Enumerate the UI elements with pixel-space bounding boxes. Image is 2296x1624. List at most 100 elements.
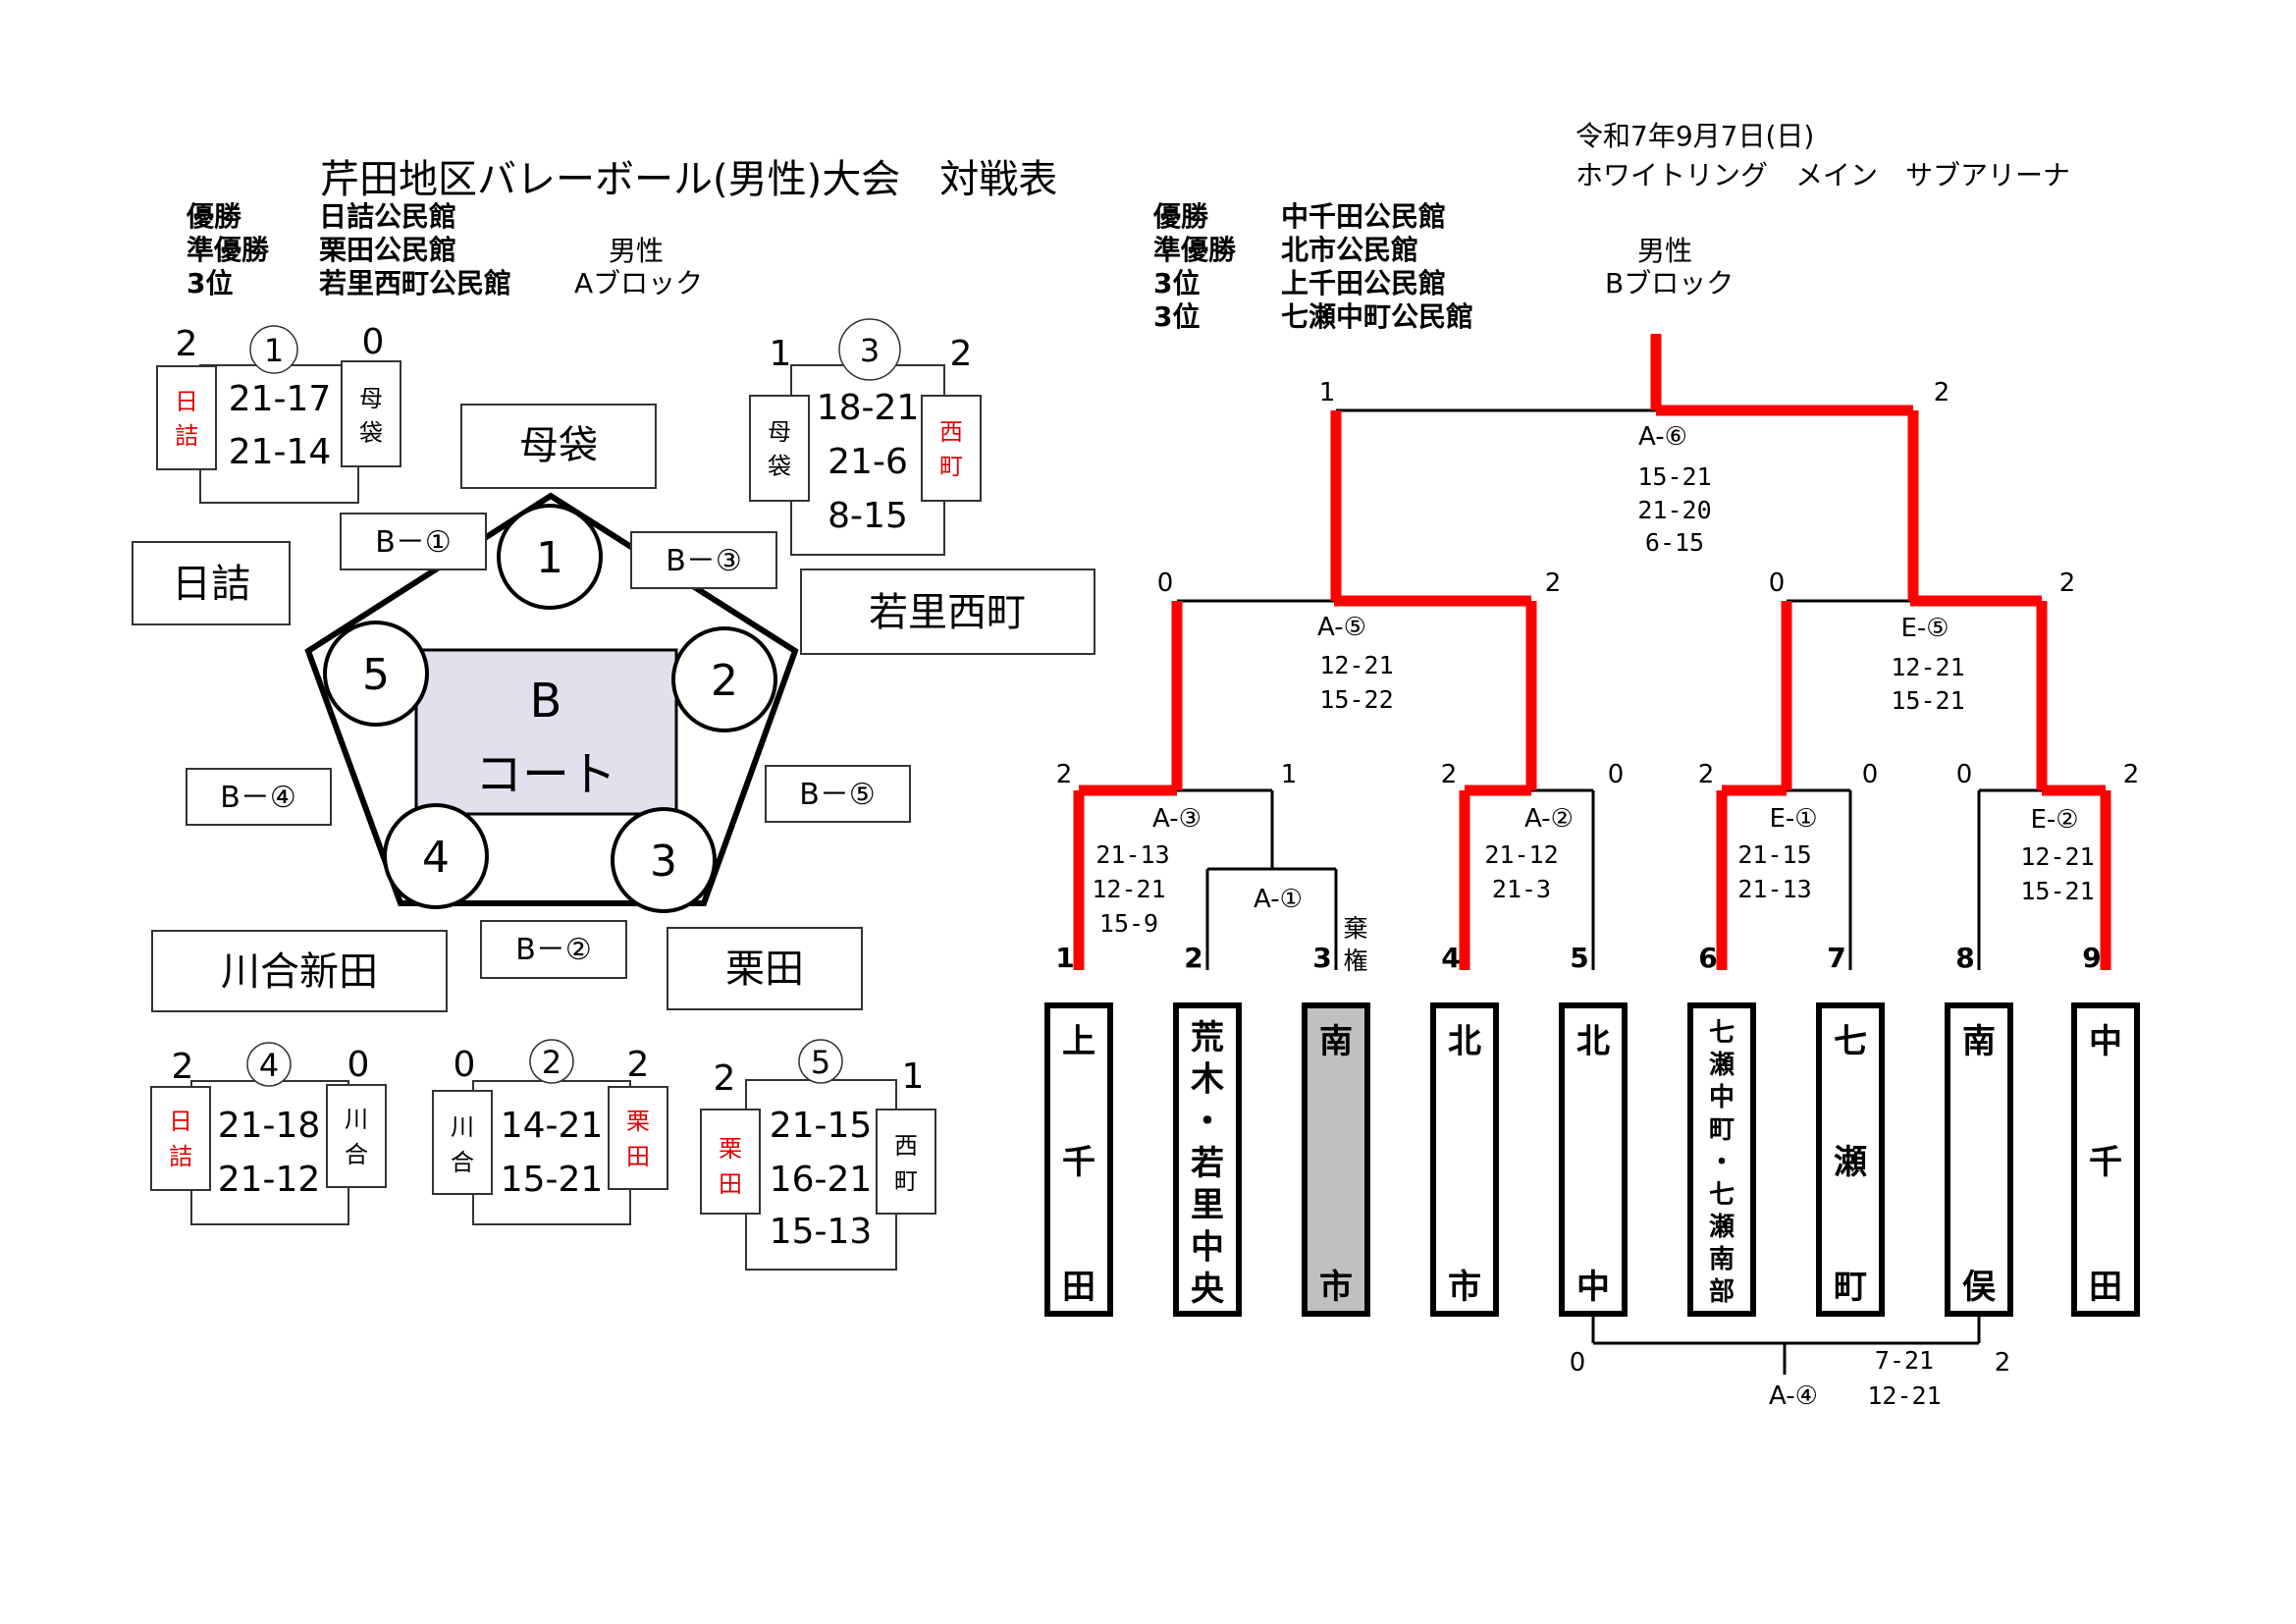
- team-name-char: 上: [1062, 1022, 1095, 1061]
- match-card-1: 1 2 0 日 詰 母 袋 21-17 21-14: [156, 322, 401, 504]
- team-name-char: 中: [2089, 1022, 2122, 1061]
- match-number: 2: [542, 1044, 561, 1081]
- set-score: 16-21: [770, 1160, 873, 1200]
- result-team: 北市公民館: [1281, 234, 1418, 266]
- set-score: 21-6: [828, 442, 908, 482]
- set-score: 21-3: [1492, 875, 1551, 903]
- team-name: 日詰: [172, 562, 250, 607]
- left-team-char: 詰: [175, 422, 198, 450]
- left-sets-won: 2: [176, 324, 198, 364]
- set-score: 21-14: [229, 432, 332, 472]
- right-sets-won: 2: [627, 1045, 650, 1085]
- result-team: 栗田公民館: [319, 234, 456, 266]
- team-box-5: [132, 541, 291, 625]
- set-score: 21-15: [1737, 840, 1811, 869]
- set-score: 15-21: [1637, 462, 1711, 491]
- left-team-char: 栗: [719, 1135, 742, 1163]
- referee-label: B－①: [375, 525, 451, 560]
- right-team-char: 袋: [359, 419, 383, 447]
- court-diagram: B コート 1 2 3 4 5 母袋 若里西町 栗田 川合新田 日詰 B－① B…: [132, 404, 1095, 1012]
- team-name-char: 千: [1062, 1143, 1095, 1182]
- result-rank: 3位: [1153, 267, 1200, 299]
- block-label: Bブロック: [1605, 267, 1734, 299]
- match-number: 4: [259, 1047, 279, 1084]
- team-name: 若里西町: [869, 590, 1026, 635]
- left-team-char: 母: [768, 418, 791, 446]
- team-name-char: 荒: [1191, 1018, 1224, 1057]
- set-score: 15-21: [1891, 686, 1964, 715]
- referee-box-5: [765, 765, 911, 823]
- team-name-box: [1816, 1002, 1885, 1317]
- left-sets-won: 2: [714, 1058, 736, 1099]
- result-rank: 3位: [187, 267, 233, 299]
- forfeit-char: 権: [1343, 947, 1367, 975]
- match-id: A-①: [1254, 885, 1303, 914]
- gender-label: 男性: [609, 235, 664, 267]
- seed-number: 5: [1570, 942, 1588, 974]
- team-name: 母袋: [519, 423, 598, 468]
- position-circle-2: [671, 626, 777, 732]
- set-score: 15-13: [770, 1212, 873, 1252]
- set-score: 15-22: [1319, 685, 1393, 714]
- team-name-char: 町: [1709, 1115, 1735, 1145]
- right-team-char: 西: [939, 418, 963, 446]
- block-a-results: 優勝 日詰公民館 準優勝 栗田公民館 3位 若里西町公民館 男性 Aブロック: [186, 200, 703, 299]
- result-team: 日詰公民館: [319, 200, 456, 233]
- team-name-char: 中: [1709, 1083, 1735, 1112]
- right-sets-won: 2: [950, 334, 973, 374]
- set-score: 12-21: [1867, 1381, 1941, 1410]
- match-id: E-②: [2030, 805, 2078, 835]
- set-score: 21-15: [770, 1106, 873, 1146]
- right-team-char: 栗: [626, 1108, 650, 1135]
- bracket-team: 4北市: [1430, 942, 1499, 1317]
- position-number: 3: [650, 837, 677, 887]
- right-team-char: 田: [626, 1143, 650, 1170]
- right-sets-won: 0: [362, 322, 385, 362]
- match-card-4: 4 2 0 日 詰 川 合 21-18 21-12: [150, 1042, 387, 1225]
- bracket-team: 8南俣: [1945, 942, 2013, 1317]
- position-number: 4: [422, 833, 450, 883]
- left-sets-won: 2: [172, 1047, 194, 1087]
- team-name-box: [1430, 1002, 1499, 1317]
- set-score: 8-15: [828, 496, 908, 536]
- position-number: 2: [711, 656, 738, 706]
- team-box-1: [460, 404, 657, 489]
- match-id: A-⑤: [1317, 613, 1366, 642]
- bracket-labels: 1 2 A-⑥ 15-21 21-20 6-15 0 2 A-⑤ 12-21 1…: [1056, 378, 2140, 1411]
- team-name-char: 中: [1191, 1227, 1224, 1267]
- set-score: 12-21: [1891, 653, 1964, 681]
- team-name-char: 町: [1834, 1268, 1867, 1307]
- team-box-3: [667, 927, 863, 1010]
- left-team-char: 日: [169, 1108, 192, 1135]
- set-score: 7-21: [1875, 1346, 1934, 1375]
- seed-number: 9: [2082, 942, 2101, 974]
- bracket-teams: 1上千田2荒木・若里中央3南市4北市5北中6七瀬中町・七瀬南部7七瀬町8南俣9中…: [1044, 942, 2140, 1317]
- team-name-box: [1945, 1002, 2013, 1317]
- set-score: 21-13: [1095, 840, 1169, 869]
- team-name-box: [1559, 1002, 1628, 1317]
- set-score: 21-13: [1737, 875, 1811, 903]
- match-id: E-⑤: [1900, 614, 1949, 643]
- side-score: 0: [1157, 568, 1174, 598]
- right-team-char: 町: [939, 453, 963, 480]
- set-score: 15-21: [2020, 877, 2094, 905]
- team-name-char: 部: [1709, 1277, 1735, 1307]
- bracket-lines: [1073, 334, 2111, 1375]
- side-score: 0: [1956, 760, 1973, 789]
- bracket-team: 3南市: [1302, 942, 1370, 1317]
- match-id: A-④: [1769, 1381, 1818, 1411]
- position-circle-1: [497, 504, 603, 610]
- team-name-char: 里: [1191, 1186, 1224, 1225]
- set-score: 21-18: [218, 1106, 321, 1146]
- set-score: 12-21: [1092, 875, 1165, 903]
- court-pentagon: [304, 492, 799, 906]
- position-circle-3: [611, 807, 717, 913]
- position-circle-4: [383, 803, 489, 909]
- result-rank: 3位: [1153, 300, 1200, 333]
- set-score: 15-9: [1099, 909, 1158, 938]
- match-number: 3: [860, 332, 880, 369]
- set-score: 18-21: [817, 388, 920, 428]
